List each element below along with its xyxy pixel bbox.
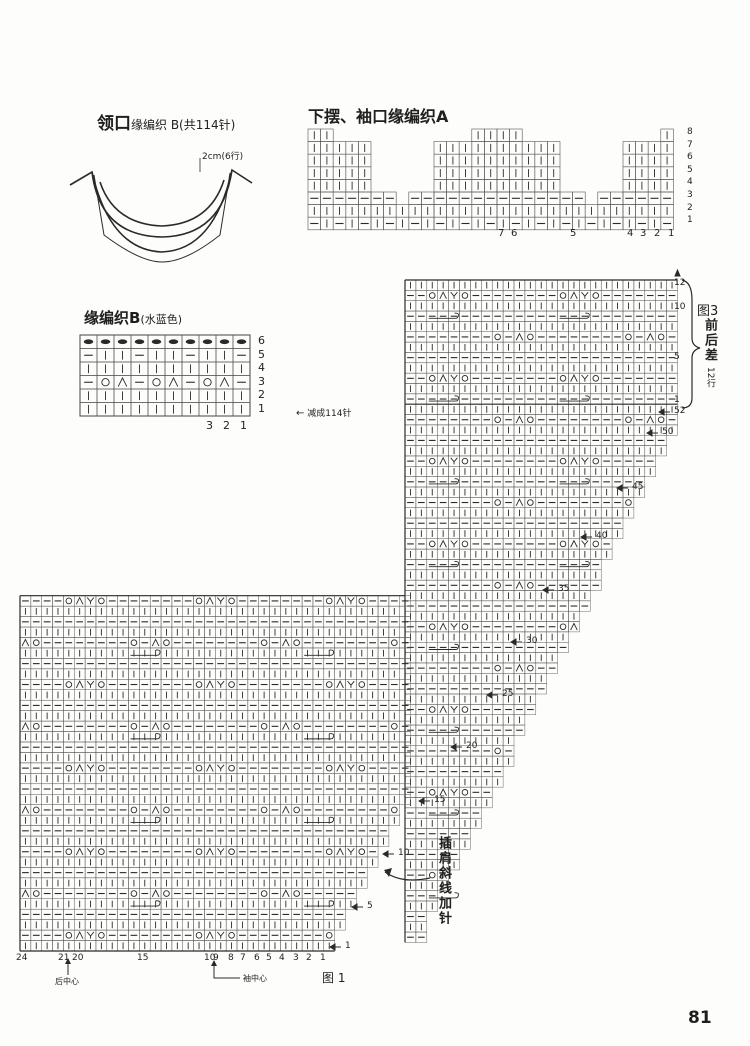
raglan-note: 插肩斜线加针 [434,836,453,926]
hem-row-number: 2 [687,203,693,213]
back-center-label: 后中心 [55,976,79,987]
row-markers [330,270,680,950]
figure3-row-number: 10 [674,302,685,312]
figure1-bottom-number: 4 [279,953,285,963]
edge-row-number: 1 [258,402,265,415]
figure3-side-mark: 10 [398,848,409,858]
edge-stitch-number: 3 [206,419,213,432]
hem-stitch-number: 3 [640,228,646,239]
figure3-rows-note: 12行 [704,367,717,387]
figure3-side-mark: 45 [632,482,643,492]
figure3-side-mark: 50 [662,427,673,437]
figure1-bottom-number: 15 [137,953,148,963]
edge-row-number: 3 [258,375,265,388]
page-number: 81 [688,1008,712,1028]
figure3-label: 图3 [697,300,718,319]
figure1-bottom-number: 7 [240,953,246,963]
figure3-row-number: 12 [674,278,685,288]
raglan-arrow [385,872,430,880]
hem-pattern-chart [308,129,673,230]
figure1-label: 图 1 [322,969,345,986]
figure3-side-mark: 15 [434,795,445,805]
edge-stitch-number: 2 [223,419,230,432]
edge-row-number: 6 [258,334,265,347]
figure3-side-mark: 52 [674,406,685,416]
edge-row-number: 4 [258,361,265,374]
figure3-row-number: 5 [674,352,680,362]
hem-row-number: 5 [687,165,693,175]
collar-title-suffix: 缘编织 B(共114针) [131,118,235,132]
edge-stitch-number: 1 [240,419,247,432]
collar-sketch [70,158,252,262]
hem-stitch-number: 6 [511,228,517,239]
edge-row-number: 2 [258,388,265,401]
collar-height-note: 2cm(6行) [202,149,243,162]
hem-row-number: 8 [687,127,693,137]
collar-title: 领口缘编织 B(共114针) [97,109,235,134]
hem-row-number: 4 [687,177,693,187]
figure1-bottom-number: 24 [16,953,27,963]
figure1-bottom-number: 2 [306,953,312,963]
hem-stitch-number: 7 [498,228,504,239]
hem-stitch-number: 5 [570,228,576,239]
edge-b-title: 缘编织B(水蓝色) [84,307,182,328]
figure1-bottom-number: 1 [320,953,326,963]
figure1-bottom-number: 5 [266,953,272,963]
figure1-bottom-number: 3 [293,953,299,963]
figure1-bottom-number: 20 [72,953,83,963]
figure1-chart [20,596,411,951]
figure1-bottom-number: 8 [228,953,234,963]
hem-stitch-number: 4 [627,228,633,239]
decrease-note: ← 减成114针 [296,406,351,419]
sleeve-center-label: 袖中心 [243,973,267,984]
edge-pattern-chart [80,335,250,416]
figure3-side-mark: 35 [558,584,569,594]
sleeve-center-arrow [214,964,240,978]
hem-row-number: 6 [687,152,693,162]
hem-row-number: 7 [687,140,693,150]
figure1-bottom-number: 9 [213,953,219,963]
hem-stitch-number: 2 [654,228,660,239]
figure3-row-number: 1 [674,395,680,405]
edge-row-number: 5 [258,348,265,361]
figure1-bottom-number: 6 [254,953,260,963]
decrease-note-text: 减成114针 [307,409,351,419]
figure3-side-mark: 40 [596,531,607,541]
figure1-bottom-number: 21 [58,953,69,963]
figure3-side-mark: 1 [345,941,351,951]
hem-row-number: 3 [687,190,693,200]
hem-row-number: 1 [687,215,693,225]
figure3-side-mark: 25 [502,689,513,699]
edge-b-color-note: (水蓝色) [140,313,182,326]
hem-pattern-title: 下摆、袖口缘编织A [308,103,448,127]
hem-stitch-number: 1 [668,228,674,239]
figure3-side-mark: 30 [526,636,537,646]
figure3-side-mark: 5 [367,901,373,911]
figure3-part: 前后差 [700,318,719,363]
figure3-side-mark: 20 [466,741,477,751]
